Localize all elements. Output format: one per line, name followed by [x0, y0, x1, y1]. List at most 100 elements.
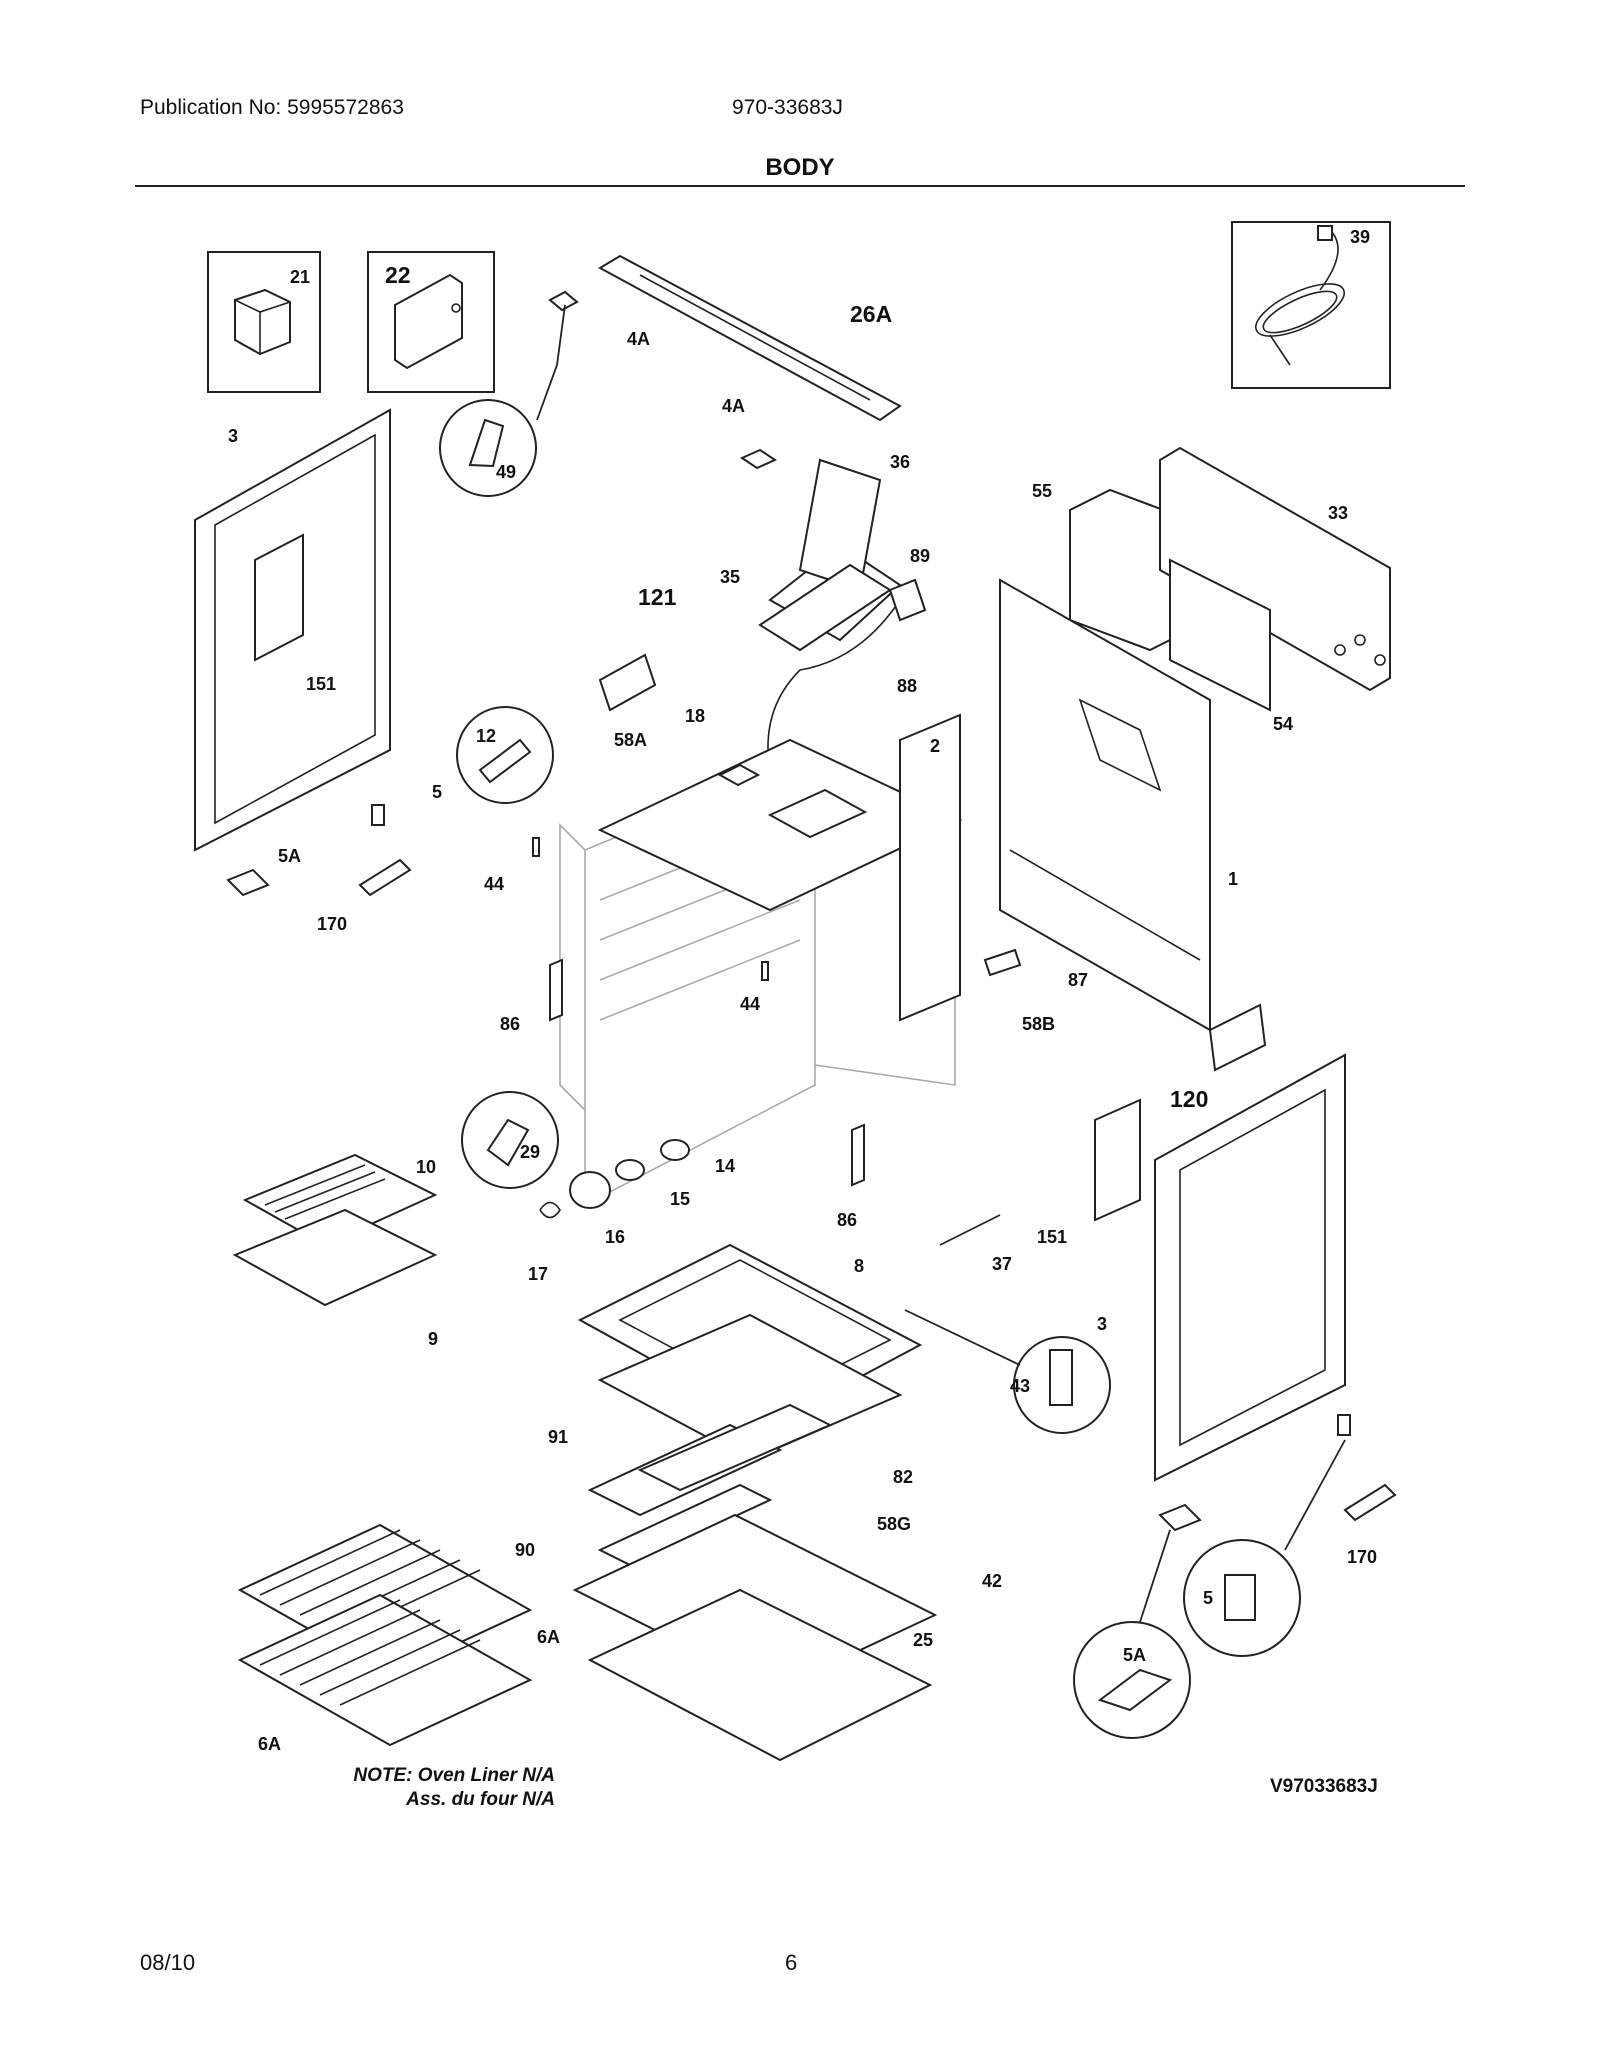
callout-12: 12 [476, 726, 496, 746]
side-panel-left [194, 408, 391, 852]
callout-86-left: 86 [500, 1014, 520, 1034]
callout-33: 33 [1328, 503, 1348, 523]
callout-17: 17 [528, 1264, 548, 1284]
bracket-part-22 [394, 273, 463, 370]
callout-86-right: 86 [837, 1210, 857, 1230]
header-rule [135, 185, 1465, 187]
terminal-block-part [234, 288, 291, 356]
callout-16: 16 [605, 1227, 625, 1247]
footer-date: 08/10 [140, 1950, 196, 1975]
leveler-bolt-5 [371, 804, 385, 826]
panel-54 [1169, 558, 1271, 712]
anti-tip-bracket-170-right [1343, 1483, 1397, 1522]
callout-4a-lower: 4A [722, 396, 745, 416]
callout-18: 18 [685, 706, 705, 726]
callout-44-b: 44 [740, 994, 760, 1014]
bracket-120 [1208, 1003, 1267, 1072]
power-cord-part [1255, 225, 1345, 366]
diagram-code: V97033683J [1270, 1776, 1378, 1797]
wire-37 [939, 1214, 1001, 1246]
callout-58b: 58B [1022, 1014, 1055, 1034]
model-number: 970-33683J [732, 96, 843, 119]
callout-25: 25 [913, 1630, 933, 1650]
part-box-39 [1231, 221, 1391, 389]
callout-151-left: 151 [306, 674, 336, 694]
callout-90: 90 [515, 1540, 535, 1560]
anti-tip-bracket-170-left [358, 858, 412, 897]
callout-42: 42 [982, 1571, 1002, 1591]
bottom-plate-25 [587, 1588, 933, 1762]
callout-22: 22 [385, 262, 411, 288]
callout-4a-upper: 4A [627, 329, 650, 349]
broil-pan [232, 1153, 438, 1307]
wire-harness-88 [767, 599, 901, 771]
callout-8: 8 [854, 1256, 864, 1276]
callout-88: 88 [897, 676, 917, 696]
callout-36: 36 [890, 452, 910, 472]
slide-86-left [549, 958, 563, 1022]
oven-rack-lower [237, 1593, 533, 1747]
bracket-151-right [1094, 1098, 1141, 1222]
callout-3-left: 3 [228, 426, 238, 446]
callout-35: 35 [720, 567, 740, 587]
callout-91: 91 [548, 1427, 568, 1447]
leg-5a-right [1158, 1503, 1202, 1532]
side-panel-right [1154, 1053, 1346, 1482]
vent-plate-2 [767, 788, 868, 839]
frame-90 [597, 1483, 773, 1567]
lamp-socket-14 [660, 1139, 690, 1161]
callout-26a: 26A [850, 301, 892, 327]
callout-21: 21 [290, 267, 310, 287]
slide-86-right [851, 1123, 865, 1187]
leveler-bolt-5-right [1337, 1414, 1351, 1436]
callout-3-right: 3 [1097, 1314, 1107, 1334]
clip-4a-upper [548, 290, 579, 312]
callout-5-left: 5 [432, 782, 442, 802]
callout-1: 1 [1228, 869, 1238, 889]
callout-54: 54 [1273, 714, 1293, 734]
callout-120: 120 [1170, 1086, 1208, 1112]
callout-29: 29 [520, 1142, 540, 1162]
leg-5a-left [226, 868, 270, 897]
callout-58g: 58G [877, 1514, 911, 1534]
callout-39: 39 [1350, 227, 1370, 247]
callout-15: 15 [670, 1189, 690, 1209]
callout-43: 43 [1010, 1376, 1030, 1396]
callout-37: 37 [992, 1254, 1012, 1274]
clip-18 [717, 763, 761, 787]
callout-14: 14 [715, 1156, 735, 1176]
bracket-87 [983, 948, 1022, 977]
vent-duct [758, 458, 902, 652]
callout-87: 87 [1068, 970, 1088, 990]
note-text: NOTE: Oven Liner N/A Ass. du four N/A [270, 1764, 555, 1812]
callout-6a-upper: 6A [537, 1627, 560, 1647]
callout-5-right: 5 [1203, 1588, 1213, 1608]
callout-10: 10 [416, 1157, 436, 1177]
page-number: 6 [785, 1950, 798, 1975]
callout-170-left: 170 [317, 914, 347, 934]
bulb-15 [615, 1159, 645, 1181]
callout-55: 55 [1032, 481, 1052, 501]
callout-151-right: 151 [1037, 1227, 1067, 1247]
screw-44-a [532, 837, 540, 857]
publication-number: Publication No: 5995572863 [140, 96, 404, 119]
callout-121: 121 [638, 584, 677, 610]
callout-2: 2 [930, 736, 940, 756]
top-support-bracket [597, 254, 902, 422]
bracket-121 [598, 653, 657, 712]
sensor-89 [888, 578, 927, 622]
rear-panel-33 [1159, 446, 1391, 692]
callout-5a-right: 5A [1123, 1645, 1146, 1665]
screw-44-b [761, 961, 769, 981]
insulation-58g [637, 1403, 833, 1492]
callout-44-a: 44 [484, 874, 504, 894]
callout-6a-lower: 6A [258, 1734, 281, 1754]
callout-49: 49 [496, 462, 516, 482]
clip-4a-lower [739, 448, 778, 470]
callout-170-right: 170 [1347, 1547, 1377, 1567]
lamp-cover-16 [569, 1171, 611, 1209]
note-line-1: NOTE: Oven Liner N/A [353, 1765, 555, 1786]
note-line-2: Ass. du four N/A [406, 1789, 555, 1810]
callout-5a-left: 5A [278, 846, 301, 866]
page-title: BODY [765, 154, 835, 181]
